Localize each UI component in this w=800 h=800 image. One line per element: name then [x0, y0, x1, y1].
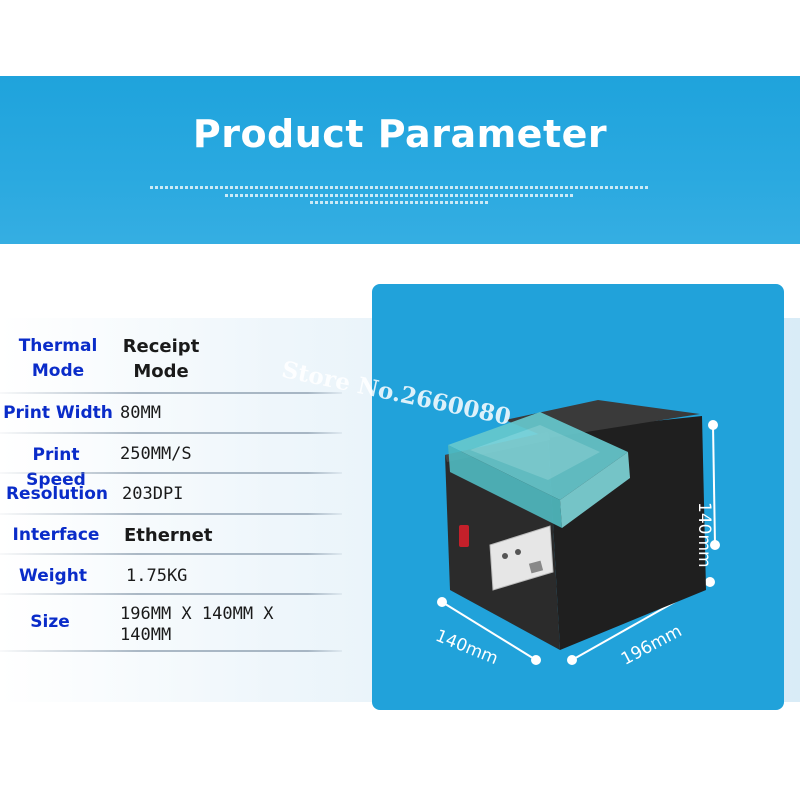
spec-value-interface: Ethernet	[124, 525, 213, 546]
spec-label-weight: Weight	[19, 566, 87, 586]
spec-value-thermal: Receipt Mode	[118, 334, 204, 384]
spec-value-print-width: 80MM	[120, 403, 161, 423]
printer-lid	[448, 412, 630, 528]
spec-label-text: Thermal Mode	[18, 336, 98, 381]
decorative-fine-print-line	[310, 201, 490, 204]
divider	[0, 650, 342, 652]
divider	[0, 472, 342, 474]
spec-label-resolution: Resolution	[5, 484, 109, 504]
divider	[0, 432, 342, 434]
divider	[0, 392, 342, 394]
spec-label-print-speed: Print Speed	[26, 445, 86, 490]
decorative-fine-print-line	[225, 194, 575, 197]
spec-label-size: Size	[30, 612, 70, 632]
spec-value-weight: 1.75KG	[126, 566, 188, 586]
header-banner	[0, 76, 800, 244]
spec-label-interface: Interface	[12, 525, 100, 545]
height-dimension-label: 140mm	[694, 502, 714, 568]
power-switch-icon	[459, 525, 469, 547]
spec-value-resolution: 203DPI	[122, 484, 184, 504]
spec-value-size: 196MM X 140MM X 140MM	[120, 604, 274, 645]
page-title: Product Parameter	[192, 112, 608, 156]
spec-value-text: Receipt Mode	[122, 336, 200, 382]
divider	[0, 553, 342, 555]
spec-value-print-speed: 250MM/S	[120, 444, 192, 464]
spec-label-print-width: Print Width	[3, 403, 113, 423]
divider	[0, 513, 342, 515]
divider	[0, 593, 342, 595]
decorative-fine-print-line	[150, 186, 650, 189]
spec-label-thermal: Thermal Mode	[8, 334, 108, 384]
